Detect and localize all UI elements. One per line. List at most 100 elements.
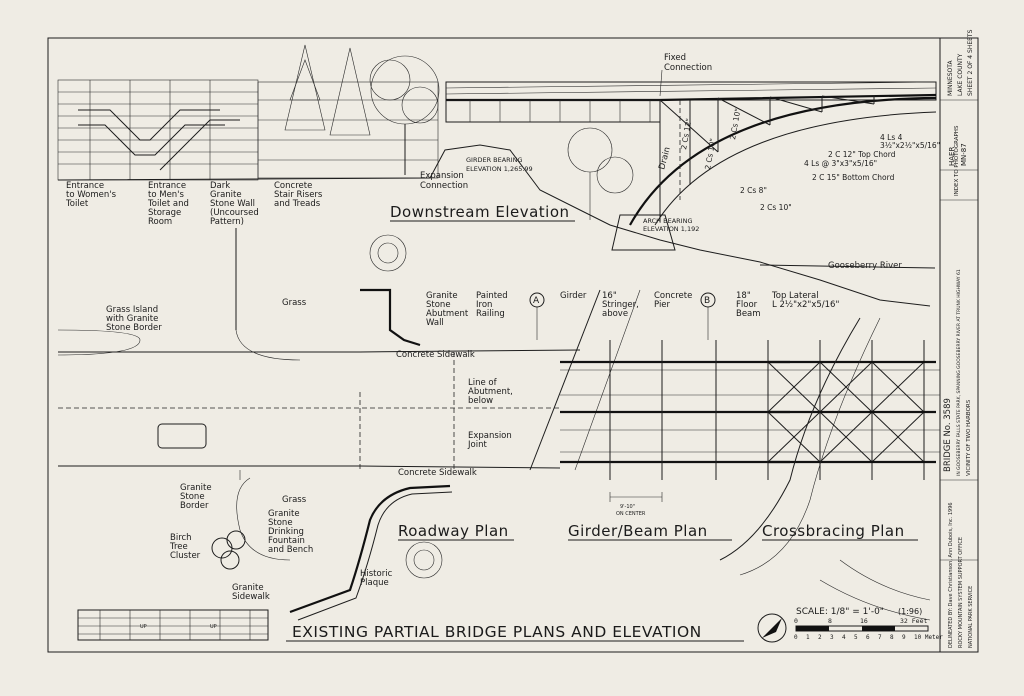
svg-text:Granite: Granite: [268, 509, 300, 519]
svg-text:Beam: Beam: [736, 309, 761, 319]
svg-text:VICINITY OF TWO HARBORS: VICINITY OF TWO HARBORS: [966, 399, 972, 476]
svg-text:with Granite: with Granite: [106, 314, 158, 324]
svg-text:16": 16": [602, 291, 617, 301]
svg-text:Entrance: Entrance: [66, 181, 104, 191]
svg-text:ROCKY MOUNTAIN SYSTEM SUPPORT: ROCKY MOUNTAIN SYSTEM SUPPORT OFFICE: [958, 537, 964, 648]
expansion-connection-label: Expansion: [420, 171, 464, 181]
svg-text:Granite: Granite: [210, 190, 242, 200]
svg-text:16: 16: [860, 617, 868, 625]
svg-text:B: B: [704, 296, 710, 306]
svg-text:Granite: Granite: [426, 291, 458, 301]
svg-text:(Uncoursed: (Uncoursed: [210, 208, 259, 218]
svg-text:L 2½"x2"x5/16": L 2½"x2"x5/16": [772, 300, 839, 310]
concrete-sidewalk-south: Concrete Sidewalk: [398, 468, 477, 478]
svg-text:Stringer,: Stringer,: [602, 300, 639, 310]
svg-text:Grass Island: Grass Island: [106, 305, 158, 315]
svg-text:INDEX TO PHOTOGRAPHS: INDEX TO PHOTOGRAPHS: [954, 125, 960, 196]
svg-text:2 Cs 10": 2 Cs 10": [760, 203, 792, 212]
scale-label: SCALE: 1/8" = 1'-0": [796, 607, 884, 617]
plan-views: [57, 228, 940, 641]
svg-text:Granite: Granite: [180, 483, 212, 493]
bridge-number: BRIDGE No. 3589: [943, 398, 953, 472]
svg-text:Wall: Wall: [426, 318, 444, 328]
svg-text:Concrete: Concrete: [274, 181, 312, 191]
svg-text:Sidewalk: Sidewalk: [232, 592, 270, 602]
title-block: MINNESOTA LAKE COUNTY SHEET 2 OF 4 SHEET…: [940, 29, 978, 648]
svg-text:and Bench: and Bench: [268, 545, 313, 555]
svg-text:(1:96): (1:96): [898, 607, 922, 616]
sheet-title: EXISTING PARTIAL BRIDGE PLANS AND ELEVAT…: [292, 623, 702, 641]
svg-text:4: 4: [842, 634, 846, 641]
top-chord-label: 2 C 12" Top Chord: [828, 150, 896, 159]
svg-text:Abutment: Abutment: [426, 309, 469, 319]
svg-text:2 Cs 8": 2 Cs 8": [740, 186, 767, 195]
svg-text:1: 1: [806, 634, 810, 641]
svg-text:6: 6: [866, 634, 870, 641]
crossbracing-plan-title: Crossbracing Plan: [762, 522, 905, 540]
svg-text:Stair Risers: Stair Risers: [274, 190, 323, 200]
haer-number: MN-87: [960, 143, 968, 166]
girder-bearing-label: GIRDER BEARING: [466, 156, 523, 164]
svg-text:0: 0: [794, 617, 798, 625]
sheet-border: [47, 37, 979, 653]
svg-text:IN GOOSEBERRY FALLS STATE PARK: IN GOOSEBERRY FALLS STATE PARK, SPANNING…: [956, 269, 962, 476]
svg-text:LAKE COUNTY: LAKE COUNTY: [957, 53, 964, 96]
svg-text:4 Ls @ 3"x3"x5/16": 4 Ls @ 3"x3"x5/16": [804, 159, 877, 168]
svg-text:Stone Wall: Stone Wall: [210, 199, 255, 209]
svg-text:Line of: Line of: [468, 378, 498, 388]
svg-text:10 Meter: 10 Meter: [914, 634, 943, 641]
svg-text:Painted: Painted: [476, 291, 508, 301]
svg-text:NATIONAL PARK SERVICE: NATIONAL PARK SERVICE: [968, 586, 974, 648]
svg-text:Top Lateral: Top Lateral: [771, 291, 819, 301]
svg-text:4 Ls 4: 4 Ls 4: [880, 133, 903, 142]
shrub-north: [369, 234, 407, 272]
svg-text:Toilet and: Toilet and: [147, 199, 189, 209]
svg-text:Drinking: Drinking: [268, 527, 304, 537]
granite-steps: [77, 609, 269, 641]
svg-text:7: 7: [878, 634, 882, 641]
concrete-sidewalk-north: Concrete Sidewalk: [396, 350, 475, 360]
svg-text:Toilet: Toilet: [65, 199, 89, 209]
svg-text:UP: UP: [210, 624, 217, 630]
svg-text:HAER: HAER: [948, 147, 956, 166]
svg-text:Entrance: Entrance: [148, 181, 186, 191]
svg-text:ELEVATION 1,265.99: ELEVATION 1,265.99: [466, 165, 533, 173]
svg-text:9'-10": 9'-10": [620, 504, 635, 510]
svg-text:Border: Border: [180, 501, 209, 511]
svg-text:SHEET 2 OF 4 SHEETS: SHEET 2 OF 4 SHEETS: [967, 29, 974, 96]
view-titles: Downstream Elevation Roadway Plan Girder…: [390, 203, 918, 541]
svg-text:Plaque: Plaque: [360, 578, 389, 588]
svg-text:Fountain: Fountain: [268, 536, 305, 546]
svg-text:Stone Border: Stone Border: [106, 323, 162, 333]
svg-text:MINNESOTA: MINNESOTA: [947, 60, 954, 96]
river-label: Gooseberry River: [828, 261, 902, 271]
svg-text:Storage: Storage: [148, 208, 181, 218]
girder-beam-plan-title: Girder/Beam Plan: [568, 522, 708, 540]
plan-labels: Grass Grass Island with Granite Stone Bo…: [106, 291, 839, 630]
fixed-connection-label: Fixed: [664, 53, 686, 63]
svg-text:Tree: Tree: [169, 542, 188, 552]
arch-bearing-label: ARCH BEARING: [643, 217, 692, 225]
svg-text:Historic: Historic: [360, 569, 393, 579]
svg-text:8: 8: [890, 634, 894, 641]
svg-text:Abutment,: Abutment,: [468, 387, 513, 397]
svg-text:Stone: Stone: [426, 300, 451, 310]
downstream-elevation: [57, 44, 937, 307]
svg-text:above: above: [602, 309, 628, 319]
svg-text:2: 2: [818, 634, 822, 641]
svg-text:Pier: Pier: [654, 300, 671, 310]
svg-text:3: 3: [830, 634, 834, 641]
svg-text:Concrete: Concrete: [654, 291, 692, 301]
svg-text:ON CENTER: ON CENTER: [616, 511, 646, 517]
svg-text:Room: Room: [148, 217, 172, 227]
svg-text:Stone: Stone: [180, 492, 205, 502]
svg-text:A: A: [533, 296, 540, 306]
svg-text:9: 9: [902, 634, 906, 641]
svg-text:Iron: Iron: [476, 300, 492, 310]
svg-text:8: 8: [828, 617, 832, 625]
svg-text:ELEVATION 1,192: ELEVATION 1,192: [643, 225, 699, 233]
svg-text:Cluster: Cluster: [170, 551, 201, 561]
svg-text:32 Feet: 32 Feet: [900, 617, 927, 625]
shrub-south: [405, 541, 443, 579]
